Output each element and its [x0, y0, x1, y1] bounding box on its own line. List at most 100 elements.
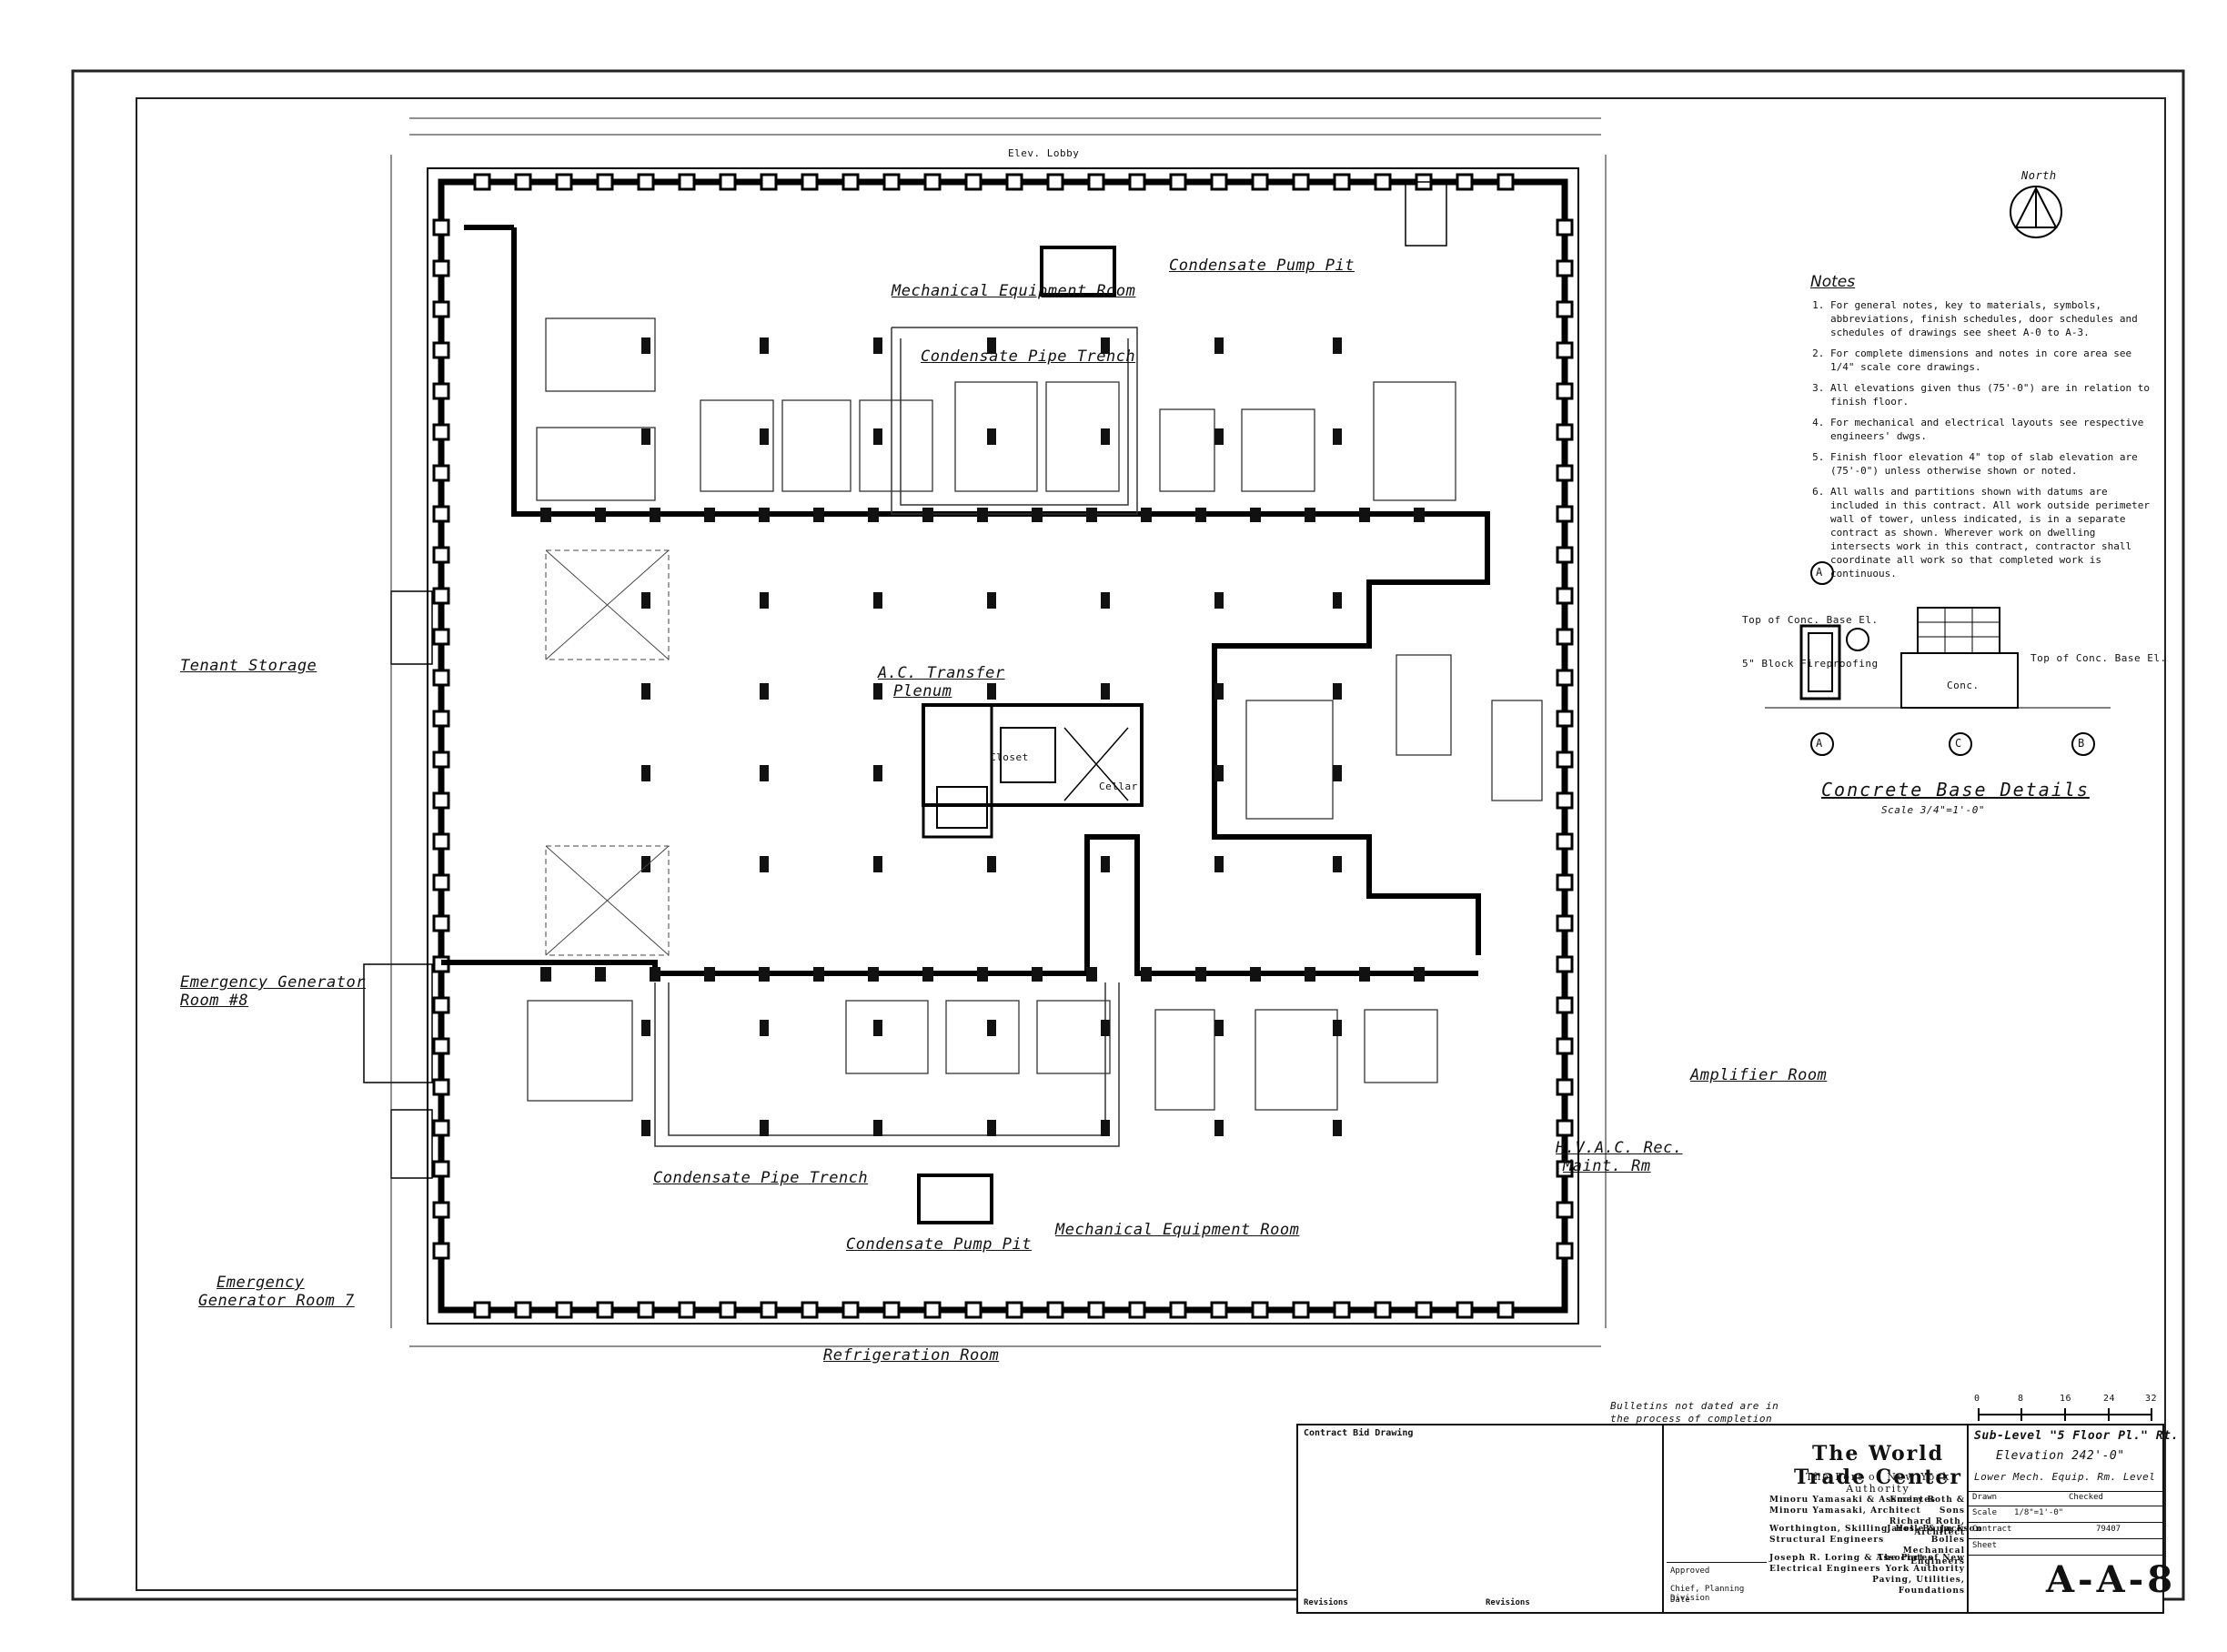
- label-cellar: Cellar: [1099, 781, 1138, 792]
- contract-label: Contract: [1972, 1525, 2012, 1534]
- scale-bar: [1978, 1408, 2152, 1421]
- note-item: For mechanical and electrical layouts se…: [1830, 416, 2156, 443]
- contract-value: 79407: [2096, 1525, 2121, 1534]
- dimension-lines: [390, 117, 1607, 1347]
- perimeter-column: [1556, 341, 1574, 359]
- room-amplifier: Amplifier Room: [1690, 1066, 1828, 1084]
- perimeter-column: [719, 173, 737, 191]
- sheet-row: Sheet: [1969, 1538, 2164, 1556]
- interior-column: [1214, 592, 1224, 609]
- room-tenant-storage: Tenant Storage: [180, 657, 317, 675]
- date-label: Date: [1670, 1596, 1690, 1605]
- interior-column: [873, 337, 882, 354]
- perimeter-column: [432, 300, 450, 318]
- room-hvac-line2: Maint. Rm: [1563, 1157, 1651, 1175]
- interior-column: [641, 1020, 650, 1036]
- interior-column: [987, 1020, 996, 1036]
- section-b-mark: B: [2078, 737, 2085, 750]
- scale-tick: 24: [2103, 1394, 2116, 1404]
- wall-column: [977, 508, 988, 522]
- perimeter-column: [432, 218, 450, 237]
- perimeter-column: [1374, 1301, 1392, 1319]
- interior-column: [1101, 1020, 1110, 1036]
- interior-column: [1214, 856, 1224, 872]
- perimeter-column: [1333, 1301, 1351, 1319]
- concrete-pads: [527, 317, 1543, 1111]
- interior-column: [641, 856, 650, 872]
- interior-column: [987, 1120, 996, 1136]
- scale-tick: 32: [2145, 1394, 2158, 1404]
- electrical-eng: Joseph R. Loring & Associates Electrical…: [1769, 1553, 1933, 1575]
- interior-column: [1101, 683, 1110, 700]
- scale-row: Scale 1/8"=1'-0": [1969, 1506, 2164, 1523]
- interior-column: [873, 1020, 882, 1036]
- note-item: Finish floor elevation 4" top of slab el…: [1830, 450, 2156, 478]
- concrete-pad: [1036, 1000, 1111, 1074]
- wall-column: [1250, 967, 1261, 982]
- interior-column: [641, 337, 650, 354]
- pipe-trenches: [654, 327, 1138, 1147]
- wall-column: [1359, 508, 1370, 522]
- perimeter-column: [432, 750, 450, 769]
- interior-column: [873, 1120, 882, 1136]
- perimeter-column: [432, 914, 450, 932]
- interior-column: [1333, 856, 1342, 872]
- perimeter-column: [637, 1301, 655, 1319]
- perimeter-column: [432, 546, 450, 564]
- wall-column: [759, 967, 770, 982]
- perimeter-column: [1556, 218, 1574, 237]
- architect-1: Minoru Yamasaki & Associates Minoru Yama…: [1769, 1495, 1936, 1516]
- general-notes: Notes For general notes, key to material…: [1810, 273, 2156, 588]
- interior-column: [1101, 1120, 1110, 1136]
- perimeter-column: [1251, 1301, 1269, 1319]
- perimeter-column: [964, 1301, 982, 1319]
- perimeter-column: [760, 173, 778, 191]
- perimeter-column: [923, 173, 942, 191]
- label-ac-plenum-line1: A.C. Transfer: [878, 664, 1005, 682]
- architect-1-name: Minoru Yamasaki & Associates: [1769, 1496, 1937, 1505]
- perimeter-column: [432, 791, 450, 810]
- perimeter-column: [1456, 1301, 1474, 1319]
- shafts: [545, 549, 670, 956]
- perimeter-column: [596, 173, 614, 191]
- pa-engineering: The Port of New York Authority Paving, U…: [1867, 1553, 1965, 1597]
- interior-column: [987, 337, 996, 354]
- perimeter-column: [432, 1242, 450, 1260]
- wall-column: [1359, 967, 1370, 982]
- wall-column: [595, 967, 606, 982]
- concrete-pad: [545, 317, 656, 392]
- perimeter-column: [432, 1119, 450, 1137]
- authority-name: The Port of New York Authority: [1805, 1471, 1951, 1495]
- concrete-pad: [1255, 1009, 1338, 1111]
- perimeter-column: [1128, 1301, 1146, 1319]
- section-c-mark: C: [1955, 737, 1962, 750]
- concrete-pad: [1159, 408, 1215, 492]
- perimeter-column: [432, 873, 450, 891]
- perimeter-column: [841, 1301, 860, 1319]
- sheet-title-line2: Elevation 242'-0": [1996, 1449, 2125, 1463]
- label-pump-pit-south: Condensate Pump Pit: [846, 1235, 1032, 1254]
- perimeter-column: [1556, 1037, 1574, 1055]
- interior-columns: [540, 337, 1425, 1136]
- interior-column: [1101, 592, 1110, 609]
- pa-role: Paving, Utilities, Foundations: [1872, 1576, 1965, 1596]
- perimeter-column: [760, 1301, 778, 1319]
- perimeter-column: [801, 1301, 819, 1319]
- drawn-label: Drawn: [1972, 1493, 1998, 1502]
- perimeter-column: [882, 173, 901, 191]
- perimeter-column: [1556, 955, 1574, 973]
- interior-column: [873, 765, 882, 781]
- wall-column: [813, 508, 824, 522]
- perimeter-column: [923, 1301, 942, 1319]
- interior-column: [873, 428, 882, 445]
- wall-column: [1032, 508, 1043, 522]
- perimeter-column: [1210, 173, 1228, 191]
- wall-column: [540, 967, 551, 982]
- perimeter-column: [1556, 914, 1574, 932]
- architect-1-principal: Minoru Yamasaki, Architect: [1769, 1506, 1921, 1516]
- wall-column: [977, 967, 988, 982]
- section-a-mark: A: [1816, 566, 1823, 579]
- concrete-pad: [954, 381, 1038, 492]
- perimeter-column: [801, 173, 819, 191]
- perimeter-column: [432, 1160, 450, 1178]
